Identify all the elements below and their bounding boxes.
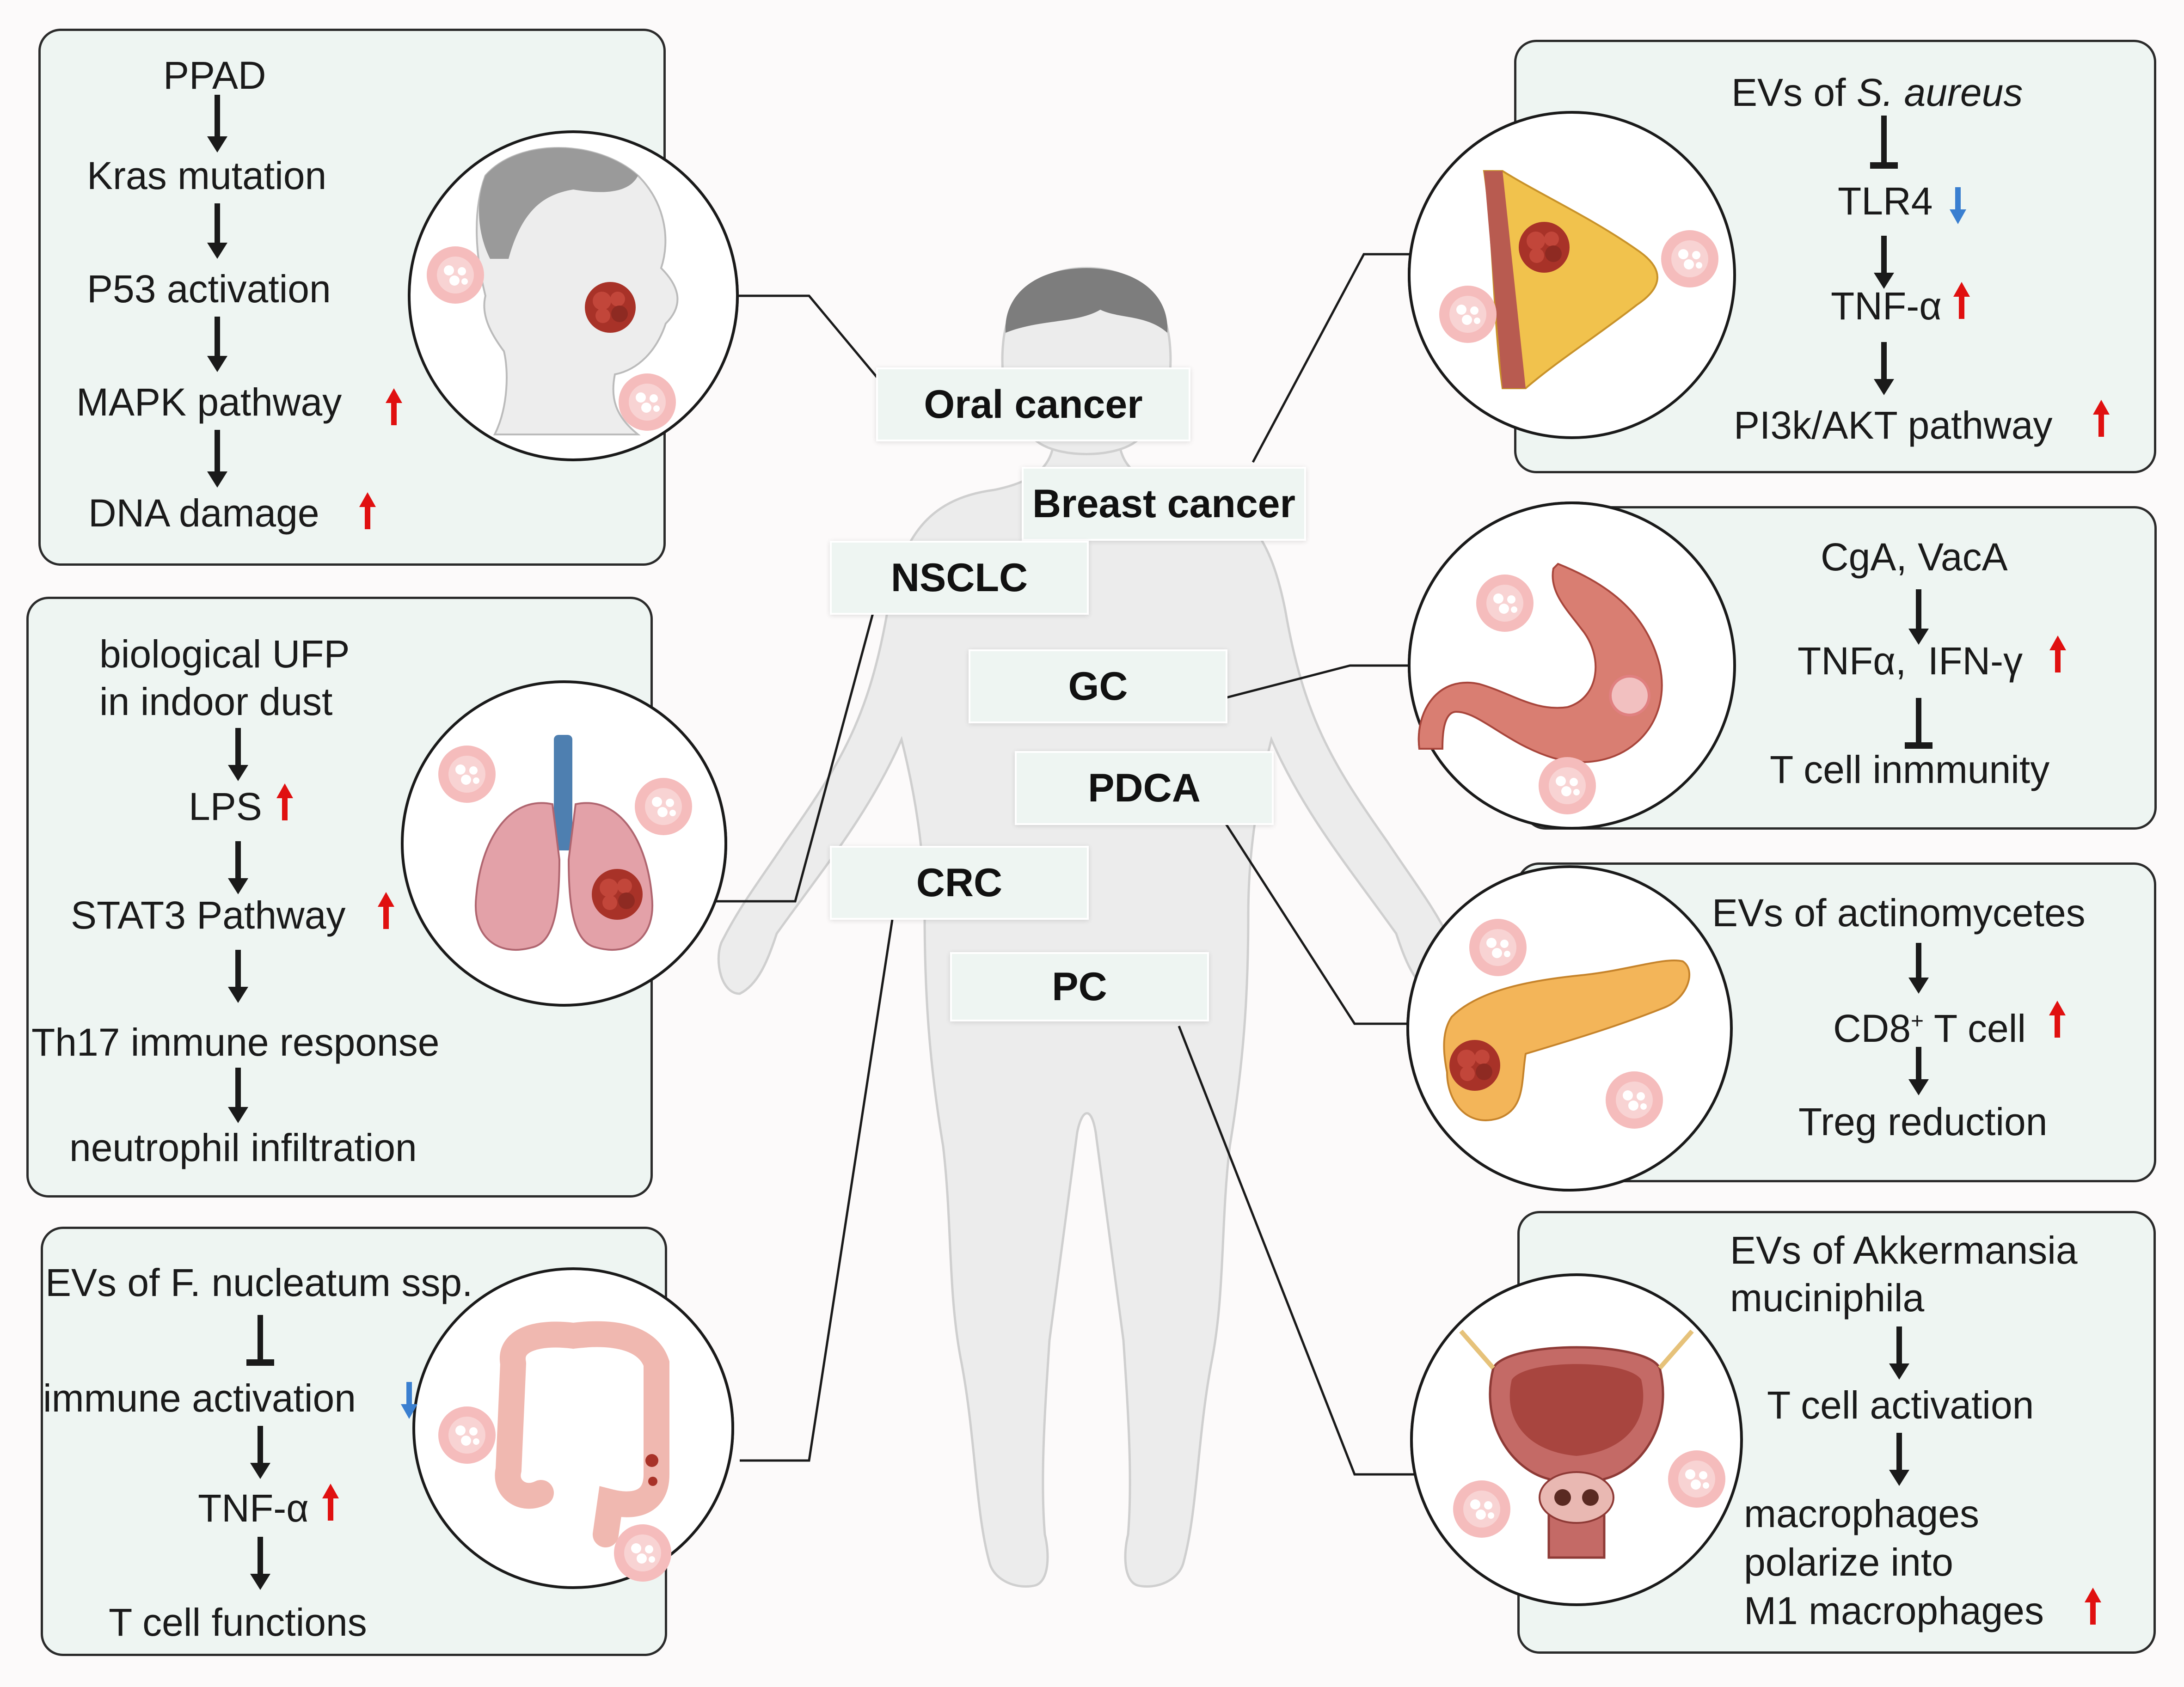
nsclc-step-1: LPS [189,785,262,828]
stomach-icon [1408,501,1736,830]
tag-breast-cancer: Breast cancer [1022,467,1306,541]
pdca-cd8-rest: T cell [1924,1007,2026,1050]
crc-step-2: immune activation [43,1376,356,1420]
tag-pc: PC [950,952,1209,1021]
crc-step-1: EVs of F. nucleatum ssp. [45,1261,473,1304]
arrow-icon [207,317,227,372]
tag-gc: GC [969,649,1227,723]
pc-step: T cell activation [1767,1383,2034,1427]
up-arrow-icon [378,892,394,929]
pdca-cd8-base: CD8 [1833,1007,1911,1050]
arrow-icon [1874,342,1894,395]
nsclc-source-line2: in indoor dust [99,680,333,723]
breast-source: EVs of S. aureus [1731,69,2023,116]
pancreas-icon [1406,865,1733,1192]
down-arrow-icon [401,1382,417,1419]
connector-gc [1225,664,1410,699]
inhibit-icon [1870,116,1898,169]
oral-step-2: Kras mutation [87,154,327,197]
connector-lines [712,253,1415,1476]
inhibit-icon [1905,698,1932,749]
breast-step-1: TLR4 [1838,179,1933,223]
connector-crc [740,919,894,1462]
crc-step-3: TNF-α [198,1486,309,1530]
pdca-source: EVs of actinomycetes [1712,891,2086,935]
arrow-icon [250,1537,270,1590]
colon-icon [412,1267,734,1589]
breast-source-prefix: EVs of [1731,71,1857,114]
inhibit-icon [246,1315,274,1366]
arrow-icon [1889,1326,1909,1380]
pc-end-line3: M1 macrophages [1744,1589,2044,1632]
hair-shape [1005,268,1168,333]
prostate-icon [1410,1273,1743,1606]
up-arrow-icon [359,492,376,529]
arrow-icon [1889,1433,1909,1486]
breast-step-2: TNF-α [1831,284,1942,328]
tag-oral-cancer: Oral cancer [876,367,1190,441]
up-arrow-icon [276,783,293,820]
pdca-cd8-sup: + [1911,1009,1924,1033]
pc-source-line2: muciniphila [1730,1276,1925,1320]
connector-nsclc [712,610,875,903]
arrow-icon [1874,236,1894,289]
up-arrow-icon [386,388,402,425]
oral-step-5: DNA damage [88,491,319,535]
arrow-icon [207,95,227,153]
up-arrow-icon [2049,636,2066,672]
up-arrow-icon [2049,1001,2066,1038]
arrow-icon [1908,1047,1929,1095]
pc-source-line1: EVs of Akkermansia [1730,1229,2078,1272]
oral-step-3: P53 activation [87,267,331,311]
arrow-icon [250,1426,270,1479]
down-arrow-icon [1950,187,1966,224]
pc-end-line1: macrophages [1744,1492,1979,1535]
pc-end-line2: polarize into [1744,1540,1953,1584]
up-arrow-icon [322,1484,339,1521]
connector-pc [1178,1026,1415,1476]
head-icon [408,130,739,461]
arrow-icon [228,728,248,781]
pdca-end: Treg reduction [1798,1100,2048,1143]
arrow-icon [207,430,227,488]
pdca-cd8: CD8+ T cell [1833,1005,2026,1052]
gc-end: T cell inmmunity [1770,748,2050,791]
tag-crc: CRC [830,846,1089,920]
arrow-icon [1908,589,1929,645]
arrow-icon [207,203,227,259]
nsclc-step-4: neutrophil infiltration [69,1126,417,1169]
arrow-icon [228,1068,248,1123]
gc-source: CgA, VacA [1821,535,2008,579]
connector-breast [1252,253,1410,463]
breast-source-species: S. aureus [1856,71,2023,114]
oral-step-1: PPAD [163,54,266,97]
nsclc-step-2: STAT3 Pathway [71,893,346,937]
flow-arrows [207,95,1932,1590]
tag-nsclc: NSCLC [830,541,1089,615]
gc-mid: TNFα, IFN-γ [1798,639,2023,683]
arrow-icon [228,950,248,1003]
breast-icon [1408,111,1736,439]
tag-pdca: PDCA [1015,751,1274,825]
arrow-icon [228,841,248,894]
breast-step-3: PI3k/AKT pathway [1734,403,2053,447]
connector-pdca [1224,822,1410,1025]
change-indicators [276,187,2110,1625]
up-arrow-icon [2093,400,2110,437]
crc-step-4: T cell functions [109,1601,367,1644]
up-arrow-icon [2085,1588,2101,1625]
nsclc-step-3: Th17 immune response [31,1021,440,1064]
lungs-icon [401,680,727,1007]
up-arrow-icon [1953,282,1970,319]
nsclc-source-line1: biological UFP [99,632,350,676]
arrow-icon [1908,943,1929,994]
oral-step-4: MAPK pathway [76,380,342,424]
connector-oral [735,294,879,380]
